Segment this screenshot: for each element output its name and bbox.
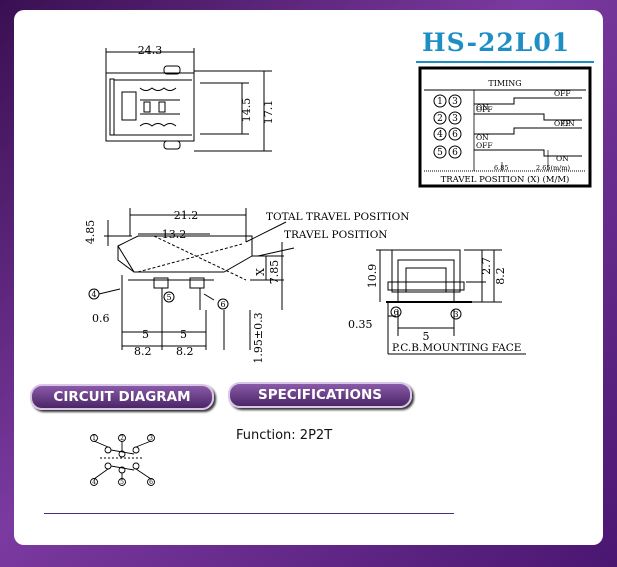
dim-side-w2: 13.2 (162, 228, 187, 241)
label-pcb-face: P.C.B.MOUNTING FACE (392, 342, 521, 354)
pin-label: 5 (437, 148, 443, 158)
dim-pitch4: 8.2 (134, 345, 152, 358)
pin-label: 1 (437, 97, 443, 107)
pin-label: 6 (452, 148, 458, 158)
pin-label: 6 (452, 130, 458, 140)
dim-pin-dia: 1.95±0.3 (252, 312, 265, 363)
circuit-diagram (90, 434, 155, 486)
dim-pitch2: 5 (142, 328, 149, 341)
pin-circle (448, 145, 462, 159)
dim-top-width: 24.3 (138, 44, 163, 57)
pin-label: 2 (437, 114, 443, 124)
timing-row4-right: ON (556, 154, 569, 163)
dim-end-h1: 10.9 (366, 264, 379, 289)
timing-row3-left: ON (476, 133, 489, 142)
pin-circle (448, 94, 462, 108)
top-view (105, 48, 272, 152)
timing-row4-left: OFF (476, 141, 493, 150)
circuit-pin-2: 2 (120, 435, 124, 442)
pin-circle (433, 111, 447, 125)
dim-end-w: 5 (423, 330, 430, 343)
pin-callout-6: 6 (220, 300, 225, 309)
pin-callout-5: 5 (166, 293, 171, 302)
timing-row3-right: OFF (554, 119, 571, 128)
dim-pitch5: 8.2 (176, 345, 194, 358)
dim-top-h1: 14.5 (240, 98, 253, 123)
pin-circle (433, 94, 447, 108)
label-total-travel: TOTAL TRAVEL POSITION (266, 211, 409, 223)
dim-side-x: X (254, 268, 267, 276)
title-underline (416, 61, 594, 63)
technical-drawing: 24.3 14.5 17.1 TIMING 1 3 2 3 (84, 44, 592, 486)
pin-callout-4: 4 (91, 290, 96, 299)
dim-side-h: 4.85 (84, 220, 97, 245)
end-view (376, 249, 526, 355)
dim-end-h3: 8.2 (494, 267, 507, 285)
timing-chart (418, 66, 592, 188)
pin-circle (448, 127, 462, 141)
circuit-pin-4: 4 (92, 479, 96, 486)
circuit-pin-3: 3 (149, 435, 153, 442)
end-pin-3: 3 (453, 310, 458, 319)
specifications-heading: SPECIFICATIONS (228, 382, 412, 408)
dim-side-w1: 21.2 (174, 209, 199, 222)
side-view (88, 208, 295, 350)
dim-end-t: 0.35 (348, 318, 373, 331)
pin-circle (448, 111, 462, 125)
model-title: HS-22L01 (422, 28, 571, 57)
pin-label: 3 (452, 97, 458, 107)
timing-row1-right: OFF (554, 89, 571, 98)
timing-row1-left: ON (476, 103, 489, 112)
pin-circle (433, 127, 447, 141)
timing-tick-right: 2.65(m/m) (536, 164, 571, 172)
circuit-diagram-heading: CIRCUIT DIAGRAM (30, 384, 214, 410)
dim-pitch1: 0.6 (92, 312, 110, 325)
circuit-pin-6: 6 (149, 479, 153, 486)
timing-axis-label: TRAVEL POSITION (X) (M/M) (441, 174, 570, 185)
function-spec: Function: 2P2T (236, 428, 333, 443)
pin-label: 3 (452, 114, 458, 124)
dim-side-785: 7.85 (268, 260, 281, 285)
pin-label: 4 (437, 130, 443, 140)
end-pin-6: 6 (393, 308, 398, 317)
label-travel: TRAVEL POSITION (284, 229, 388, 241)
timing-heading: TIMING (488, 79, 521, 88)
bottom-divider (44, 513, 454, 514)
dim-pitch3: 5 (180, 328, 187, 341)
datasheet: HS-22L01 2 (14, 10, 603, 545)
timing-row2-right: ON (562, 119, 575, 128)
dim-end-h2: 2.7 (480, 257, 493, 275)
circuit-pin-5: 5 (120, 479, 124, 486)
circuit-pin-1: 1 (92, 435, 96, 442)
pin-circle (433, 145, 447, 159)
timing-tick-left: 6.85 (494, 164, 508, 172)
dim-top-h2: 17.1 (262, 100, 275, 125)
timing-row2-left: OFF (476, 105, 493, 114)
